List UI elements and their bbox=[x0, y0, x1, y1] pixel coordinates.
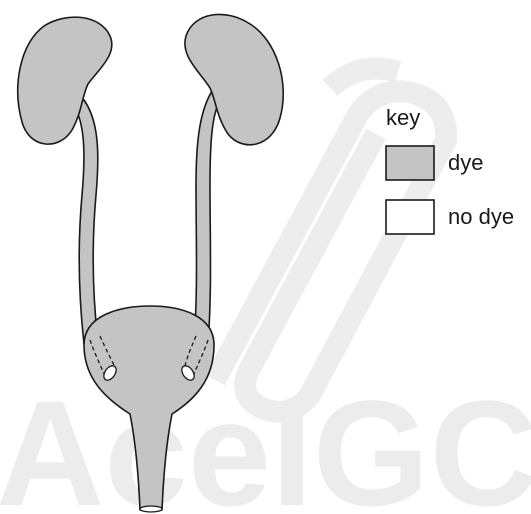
key-label-dye: dye bbox=[448, 150, 483, 175]
urethra-opening bbox=[140, 506, 162, 512]
key-title: key bbox=[386, 105, 420, 130]
key-swatch-no-dye bbox=[386, 200, 434, 234]
left-ureter bbox=[74, 100, 98, 344]
left-kidney bbox=[18, 17, 112, 144]
right-ureter bbox=[194, 88, 222, 344]
key-swatch-dye bbox=[386, 146, 434, 180]
watermark-text: AceIGCSE bbox=[0, 369, 531, 514]
key-label-no-dye: no dye bbox=[448, 204, 514, 229]
